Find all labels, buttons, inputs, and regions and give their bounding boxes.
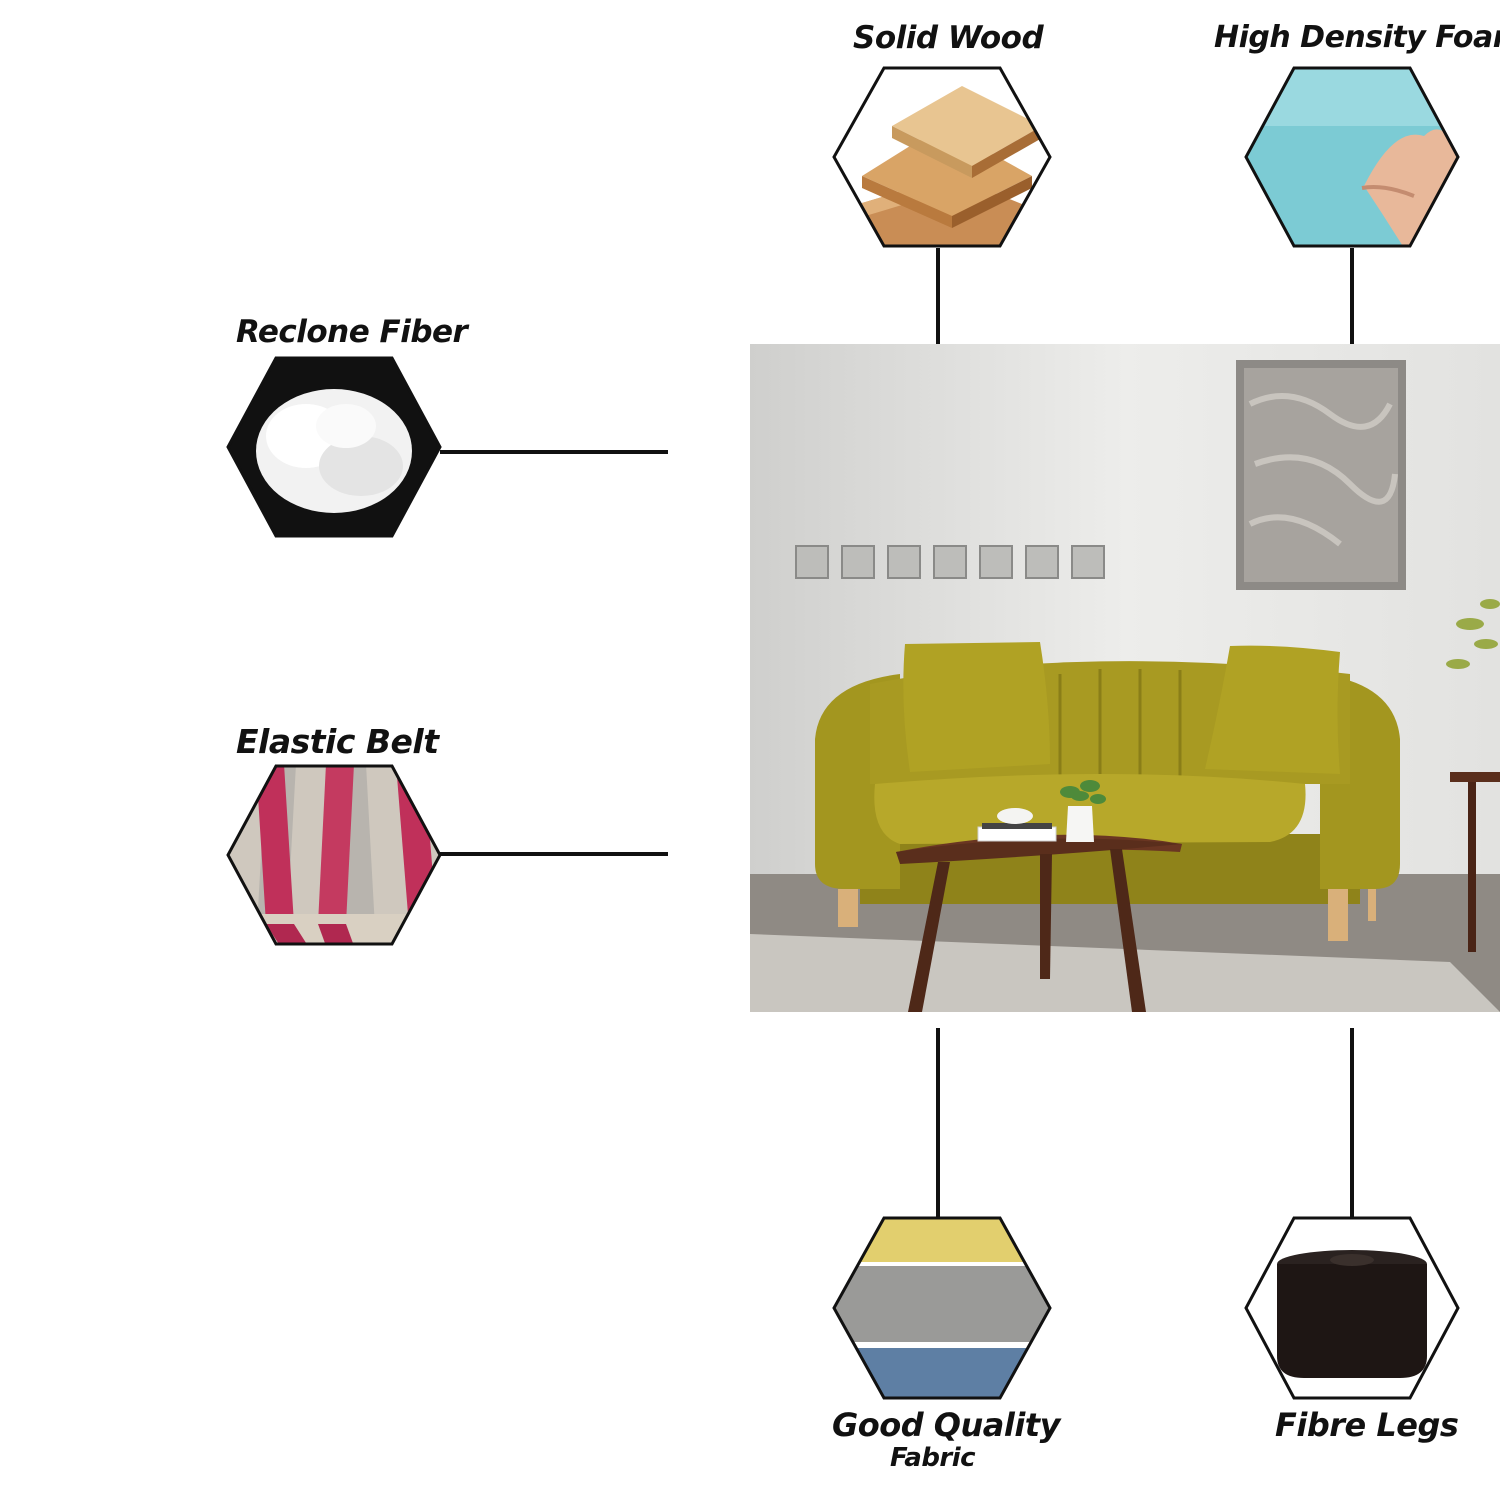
- elastic-webbing-icon: [226, 764, 442, 946]
- solid-wood-label: Solid Wood: [853, 20, 1044, 56]
- elastic-belt-label: Elastic Belt: [236, 722, 439, 761]
- high-density-foam-label: High Density Foam: [1214, 20, 1500, 55]
- foam-block-icon: [1244, 66, 1460, 248]
- fabric-label: Fabric: [890, 1443, 976, 1473]
- good-quality-label: Good Quality: [832, 1406, 1060, 1444]
- solid-wood-connector: [936, 248, 940, 344]
- sofa-room-photo: [750, 344, 1500, 1012]
- coffee-table-shape: [896, 780, 1182, 1012]
- sofa-scene-image: [750, 344, 1500, 1012]
- reclone-fiber-label: Reclone Fiber: [236, 314, 468, 350]
- fibre-legs-connector: [1350, 1028, 1354, 1218]
- sofa-leg-icon: [1244, 1216, 1460, 1400]
- reclone-fiber-hexagon: [226, 356, 442, 538]
- fabric-swatches-icon: [832, 1216, 1052, 1400]
- fabric-connector: [936, 1028, 940, 1218]
- high-density-foam-hexagon: [1244, 66, 1460, 248]
- reclone-fiber-connector: [440, 450, 668, 454]
- elastic-belt-connector: [440, 852, 668, 856]
- elastic-belt-hexagon: [226, 764, 442, 946]
- fibre-legs-hexagon: [1244, 1216, 1460, 1400]
- fiber-cotton-icon: [226, 356, 442, 538]
- fabric-hexagon: [832, 1216, 1052, 1400]
- foam-connector: [1350, 248, 1354, 344]
- plywood-sheets-icon: [832, 66, 1052, 248]
- solid-wood-hexagon: [832, 66, 1052, 248]
- fibre-legs-label: Fibre Legs: [1275, 1406, 1459, 1444]
